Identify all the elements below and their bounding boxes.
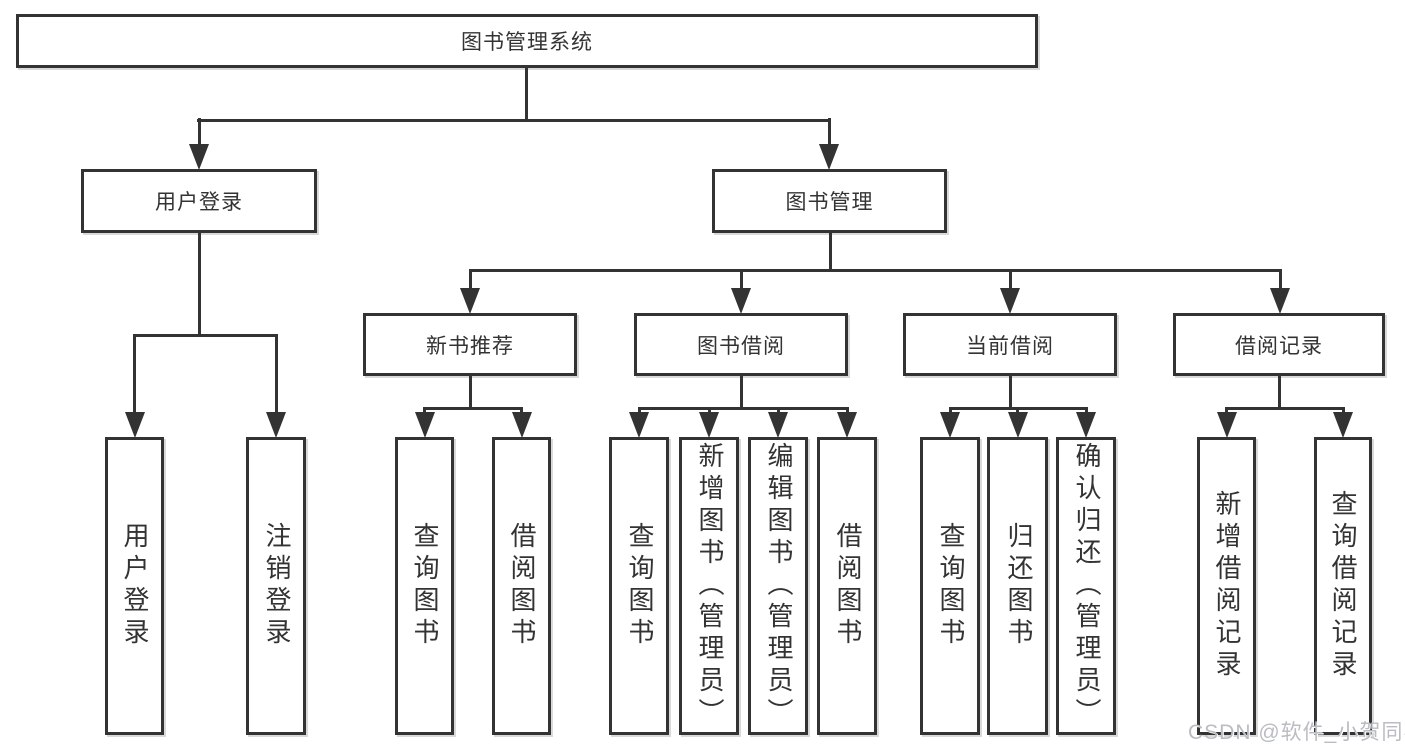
- arrow-down-icon: [699, 412, 719, 438]
- connector-line: [1225, 406, 1345, 410]
- arrow-down-icon: [1333, 412, 1353, 438]
- connector-line: [739, 268, 743, 290]
- leaf-edit-book-admin: 编辑图书（管理员）: [748, 437, 808, 735]
- arrow-down-icon: [837, 412, 857, 438]
- connector-line: [423, 406, 523, 410]
- connector-line: [1225, 406, 1228, 414]
- connector-line: [197, 118, 201, 146]
- leaf-query-books-recommend: 查询图书: [395, 437, 454, 735]
- arrow-down-icon: [124, 412, 145, 438]
- connector-line: [828, 233, 832, 272]
- connector-line: [274, 333, 278, 414]
- arrow-down-icon: [460, 288, 480, 314]
- leaf-query-books-borrowing: 查询图书: [609, 437, 669, 735]
- connector-line: [845, 406, 849, 414]
- node-book-borrowing: 图书借阅: [634, 313, 848, 376]
- arrow-down-icon: [1270, 288, 1290, 314]
- connector-line: [1342, 406, 1345, 414]
- connector-line: [520, 406, 523, 414]
- connector-line: [1008, 268, 1012, 290]
- arrow-down-icon: [819, 144, 839, 170]
- connector-line: [948, 406, 952, 414]
- connector-line: [1278, 268, 1282, 290]
- leaf-return-books: 归还图书: [987, 437, 1048, 735]
- leaf-query-books-current: 查询图书: [920, 437, 980, 735]
- arrow-down-icon: [1007, 412, 1028, 438]
- node-new-book-recommend: 新书推荐: [363, 313, 577, 376]
- leaf-add-book-admin: 新增图书（管理员）: [679, 437, 739, 735]
- arrow-down-icon: [189, 144, 209, 170]
- connector-line: [1277, 376, 1281, 409]
- connector-line: [133, 333, 278, 337]
- connector-line: [1008, 376, 1012, 409]
- arrow-down-icon: [1216, 412, 1237, 438]
- arrow-down-icon: [768, 412, 788, 438]
- leaf-user-login: 用户登录: [105, 437, 164, 735]
- arrow-down-icon: [731, 288, 751, 314]
- arrow-down-icon: [266, 412, 286, 438]
- connector-line: [468, 268, 1282, 272]
- leaf-borrow-books-recommend: 借阅图书: [492, 437, 551, 735]
- leaf-logout: 注销登录: [246, 437, 306, 735]
- connector-line: [468, 268, 472, 290]
- leaf-add-borrow-record: 新增借阅记录: [1197, 437, 1256, 735]
- node-book-management: 图书管理: [712, 169, 947, 233]
- csdn-watermark: CSDN @软件_小贺同学: [1188, 721, 1405, 744]
- arrow-down-icon: [414, 412, 435, 438]
- leaf-borrow-books-borrowing: 借阅图书: [817, 437, 877, 735]
- connector-line: [739, 376, 743, 409]
- connector-line: [776, 406, 780, 414]
- connector-line: [1084, 406, 1088, 414]
- connector-line: [1016, 406, 1019, 414]
- connector-line: [637, 406, 641, 414]
- node-current-borrowing: 当前借阅: [903, 313, 1117, 376]
- arrow-down-icon: [629, 412, 649, 438]
- connector-line: [468, 376, 472, 409]
- arrow-down-icon: [940, 412, 960, 438]
- connector-line: [827, 118, 831, 146]
- connector-line: [133, 333, 136, 414]
- connector-line: [423, 406, 426, 414]
- leaf-query-borrow-record: 查询借阅记录: [1314, 437, 1372, 735]
- connector-line: [197, 118, 830, 122]
- node-borrowing-records: 借阅记录: [1173, 313, 1385, 376]
- leaf-confirm-return-admin: 确认归还（管理员）: [1056, 437, 1116, 735]
- connector-line: [707, 406, 711, 414]
- node-root-system: 图书管理系统: [16, 14, 1038, 68]
- node-user-login: 用户登录: [81, 169, 317, 233]
- connector-line: [637, 406, 849, 410]
- connector-line: [525, 68, 528, 122]
- arrow-down-icon: [1000, 288, 1020, 314]
- arrow-down-icon: [1076, 412, 1096, 438]
- connector-line: [197, 233, 201, 336]
- arrow-down-icon: [511, 412, 532, 438]
